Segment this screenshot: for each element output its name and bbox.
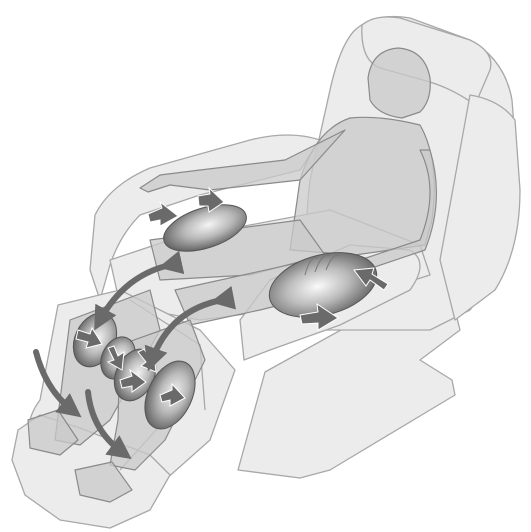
- person-head: [368, 48, 430, 118]
